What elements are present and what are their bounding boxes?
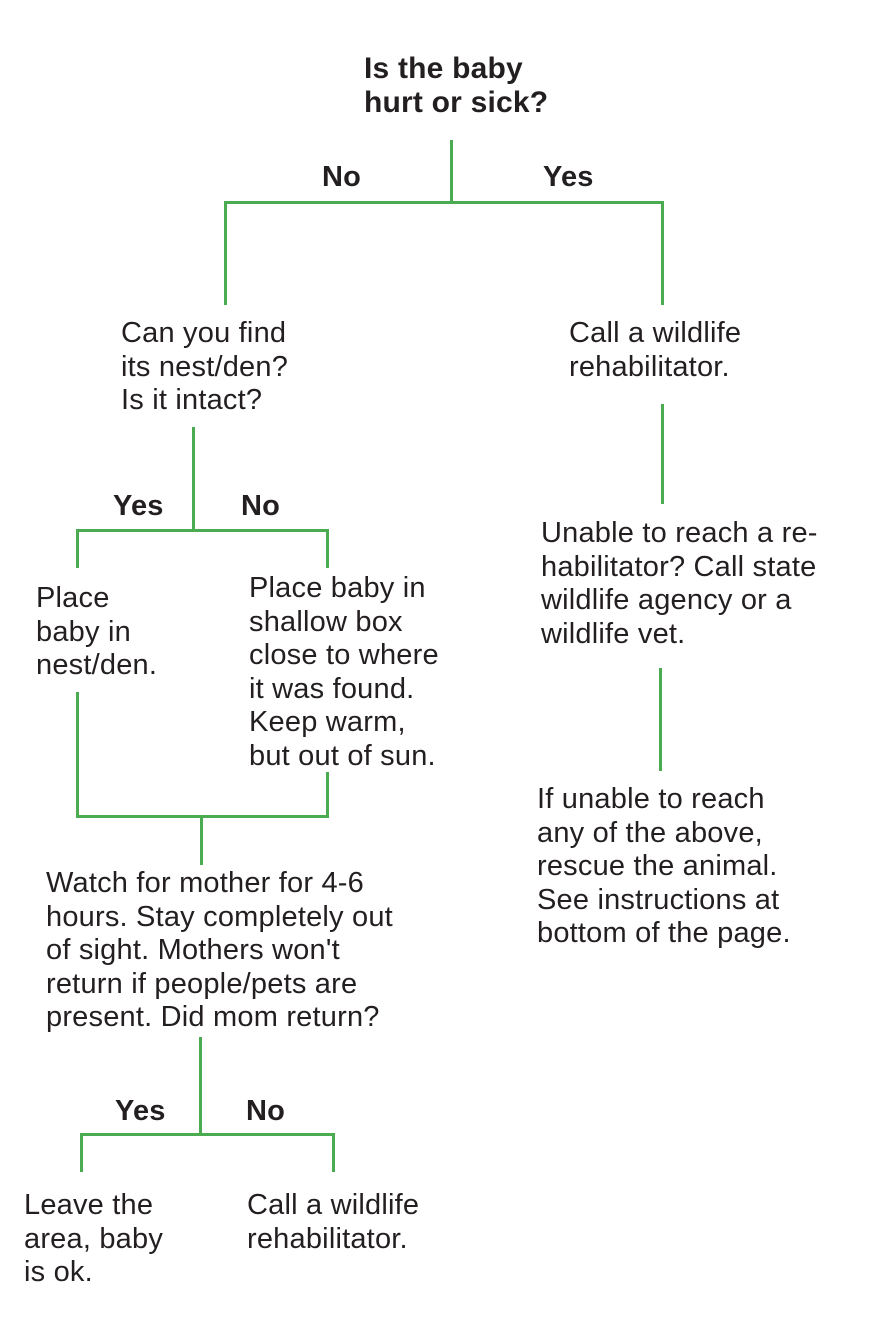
label-split2-no: No <box>241 490 281 522</box>
connector-root-stem <box>450 140 453 202</box>
connector-split1-bar <box>224 201 664 204</box>
label-split1-no: No <box>322 161 362 193</box>
label-split2-yes: Yes <box>113 490 164 522</box>
connector-watch-stem <box>199 1037 202 1136</box>
connector-merge-right <box>326 772 329 818</box>
connector-split1-right-drop <box>661 201 664 305</box>
action-rescue-animal: If unable to reach any of the above, res… <box>537 783 791 949</box>
action-place-nest: Place baby in nest/den. <box>36 582 158 681</box>
connector-split3-right-drop <box>332 1133 335 1172</box>
action-call-rehabilitator-top: Call a wildlife rehabilitator. <box>569 317 742 383</box>
outcome-leave-area: Leave the area, baby is ok. <box>24 1189 164 1288</box>
connector-merge-stem <box>200 815 203 865</box>
label-split3-no: No <box>246 1095 286 1127</box>
action-place-box: Place baby in shallow box close to where… <box>249 572 439 772</box>
connector-split1-left-drop <box>224 201 227 305</box>
question-watch-mother: Watch for mother for 4-6 hours. Stay com… <box>46 867 393 1033</box>
label-split3-yes: Yes <box>115 1095 166 1127</box>
connector-split3-bar <box>80 1133 335 1136</box>
question-find-nest: Can you find its nest/den? Is it intact? <box>121 317 289 416</box>
connector-split2-right-drop <box>326 529 329 568</box>
connector-nest-question-stem <box>192 427 195 531</box>
label-split1-yes: Yes <box>543 161 594 193</box>
connector-split2-bar <box>76 529 329 532</box>
action-unable-rehabilitator: Unable to reach a re- habilitator? Call … <box>541 517 818 650</box>
outcome-call-rehabilitator: Call a wildlife rehabilitator. <box>247 1189 420 1255</box>
connector-unable-to-rescue <box>659 668 662 771</box>
connector-merge-left <box>76 692 79 818</box>
connector-split3-left-drop <box>80 1133 83 1172</box>
connector-split2-left-drop <box>76 529 79 568</box>
root-question: Is the baby hurt or sick? <box>364 52 549 119</box>
connector-rehab-to-unable <box>661 404 664 504</box>
